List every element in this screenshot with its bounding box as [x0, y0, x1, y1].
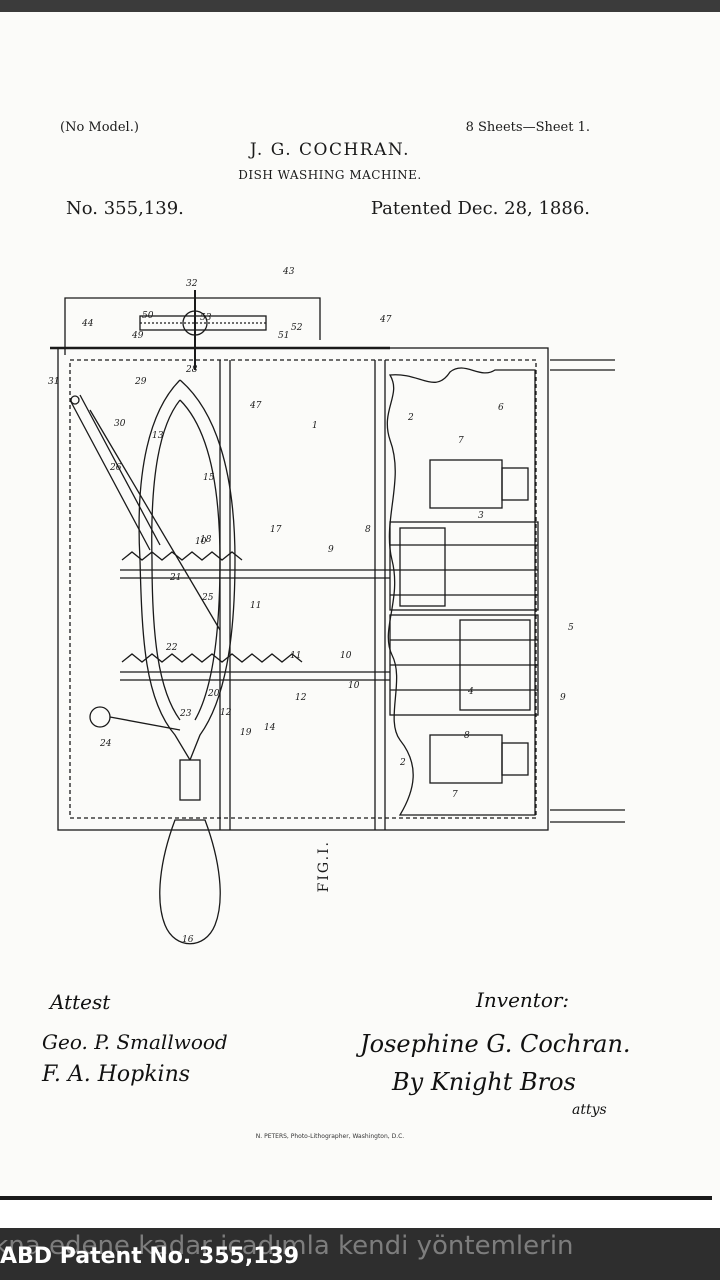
patent-sheet	[0, 12, 720, 1200]
figure-numeral: 19	[240, 728, 252, 738]
tank-walls	[219, 360, 386, 830]
figure-numeral: 51	[278, 331, 289, 341]
rack-gear	[139, 290, 267, 370]
figure-numeral: 7	[458, 436, 464, 446]
figure-numeral: 43	[282, 267, 295, 277]
sheet-bottom	[0, 1200, 720, 1228]
invention-title: DISH WASHING MACHINE.	[238, 168, 422, 182]
figure-numeral: 2	[407, 413, 414, 423]
figure-numeral: 12	[295, 693, 307, 703]
figure-numeral: 14	[264, 723, 276, 733]
figure-numeral: 11	[290, 651, 301, 661]
sheet-info: 8 Sheets—Sheet 1.	[465, 120, 590, 135]
top-bar	[0, 0, 720, 12]
figure-numeral: 5	[568, 623, 574, 633]
figure-numeral: 47	[249, 401, 262, 411]
figure-numeral: 23	[179, 709, 192, 719]
attorney-abbreviation: attys	[572, 1102, 607, 1118]
patent-number: No. 355,139.	[66, 198, 184, 219]
witness-signature-1: Geo. P. Smallwood	[42, 1030, 228, 1054]
handle-frame	[138, 379, 236, 945]
figure-numeral: 8	[365, 525, 371, 535]
inventor-signature: Josephine G. Cochran.	[360, 1030, 631, 1058]
figure-numeral: 11	[250, 601, 261, 611]
figure-numeral: 16	[182, 935, 194, 945]
basket-lower	[389, 614, 539, 716]
figure-numeral: 30	[114, 419, 126, 429]
figure-numeral: 7	[452, 790, 458, 800]
figure-numeral: 50	[142, 311, 154, 321]
figure-numeral: 25	[201, 593, 214, 603]
bottom-rule	[0, 1196, 712, 1200]
figure-numeral: 8	[464, 731, 470, 741]
figure-numeral: 9	[560, 693, 566, 703]
figure-numeral: 29	[134, 377, 147, 387]
caption-text: ABD Patent No. 355,139	[0, 1244, 300, 1269]
figure-numeral: 26	[109, 463, 122, 473]
linkage	[69, 394, 221, 731]
figure-numeral: 15	[203, 473, 215, 483]
figure-numeral: 20	[207, 689, 220, 699]
figure-numeral: 52	[291, 323, 303, 333]
caption-background-text: ikna edene kadar icadımla kendi yöntemle…	[0, 1231, 574, 1261]
figure-numeral: 32	[186, 279, 198, 289]
figure-label: FIG.I.	[316, 840, 332, 893]
attorney-signature: By Knight Bros	[392, 1068, 576, 1096]
figure-numeral: 44	[81, 319, 94, 329]
basket-upper	[389, 521, 539, 611]
figure-numeral: 12	[220, 708, 232, 718]
figure-numeral: 17	[270, 525, 282, 535]
inventor-label: Inventor:	[476, 988, 570, 1012]
engraver-credit: N. PETERS, Photo-Lithographer, Washingto…	[255, 1133, 405, 1140]
figure-numeral: 47	[379, 315, 392, 325]
cylinders	[429, 459, 529, 784]
figure-numeral: 2	[399, 758, 406, 768]
figure-numeral: 10	[195, 537, 207, 547]
patent-drawing: 1223456778899101010111112121314151617181…	[48, 267, 625, 945]
figure-numeral: 53	[200, 313, 212, 323]
witness-signature-2: F. A. Hopkins	[42, 1062, 191, 1087]
inventor-name: J. G. COCHRAN.	[249, 140, 411, 160]
figure-numeral: 28	[185, 365, 198, 375]
figure-numeral: 4	[467, 687, 474, 697]
model-note: (No Model.)	[60, 120, 139, 135]
figure-numeral: 18	[200, 535, 212, 545]
figure-numeral: 9	[328, 545, 334, 555]
figure-numeral: 10	[340, 651, 352, 661]
frame	[50, 297, 625, 831]
patent-date: Patented Dec. 28, 1886.	[370, 198, 590, 219]
figure-numeral: 31	[48, 377, 59, 387]
caption-bar: ikna edene kadar icadımla kendi yöntemle…	[0, 1228, 720, 1280]
figure-numeral: 3	[478, 511, 484, 521]
rods	[120, 551, 390, 681]
figure-numeral: 22	[165, 643, 178, 653]
figure-numeral: 21	[169, 573, 181, 583]
figure-numeral: 10	[348, 681, 360, 691]
figure-numeral: 24	[99, 739, 112, 749]
figure-numeral: 1	[312, 421, 318, 431]
figure-numeral: 6	[498, 403, 504, 413]
figure-numeral: 49	[131, 331, 144, 341]
attest-label: Attest	[50, 990, 111, 1014]
figure-numeral: 13	[152, 431, 164, 441]
